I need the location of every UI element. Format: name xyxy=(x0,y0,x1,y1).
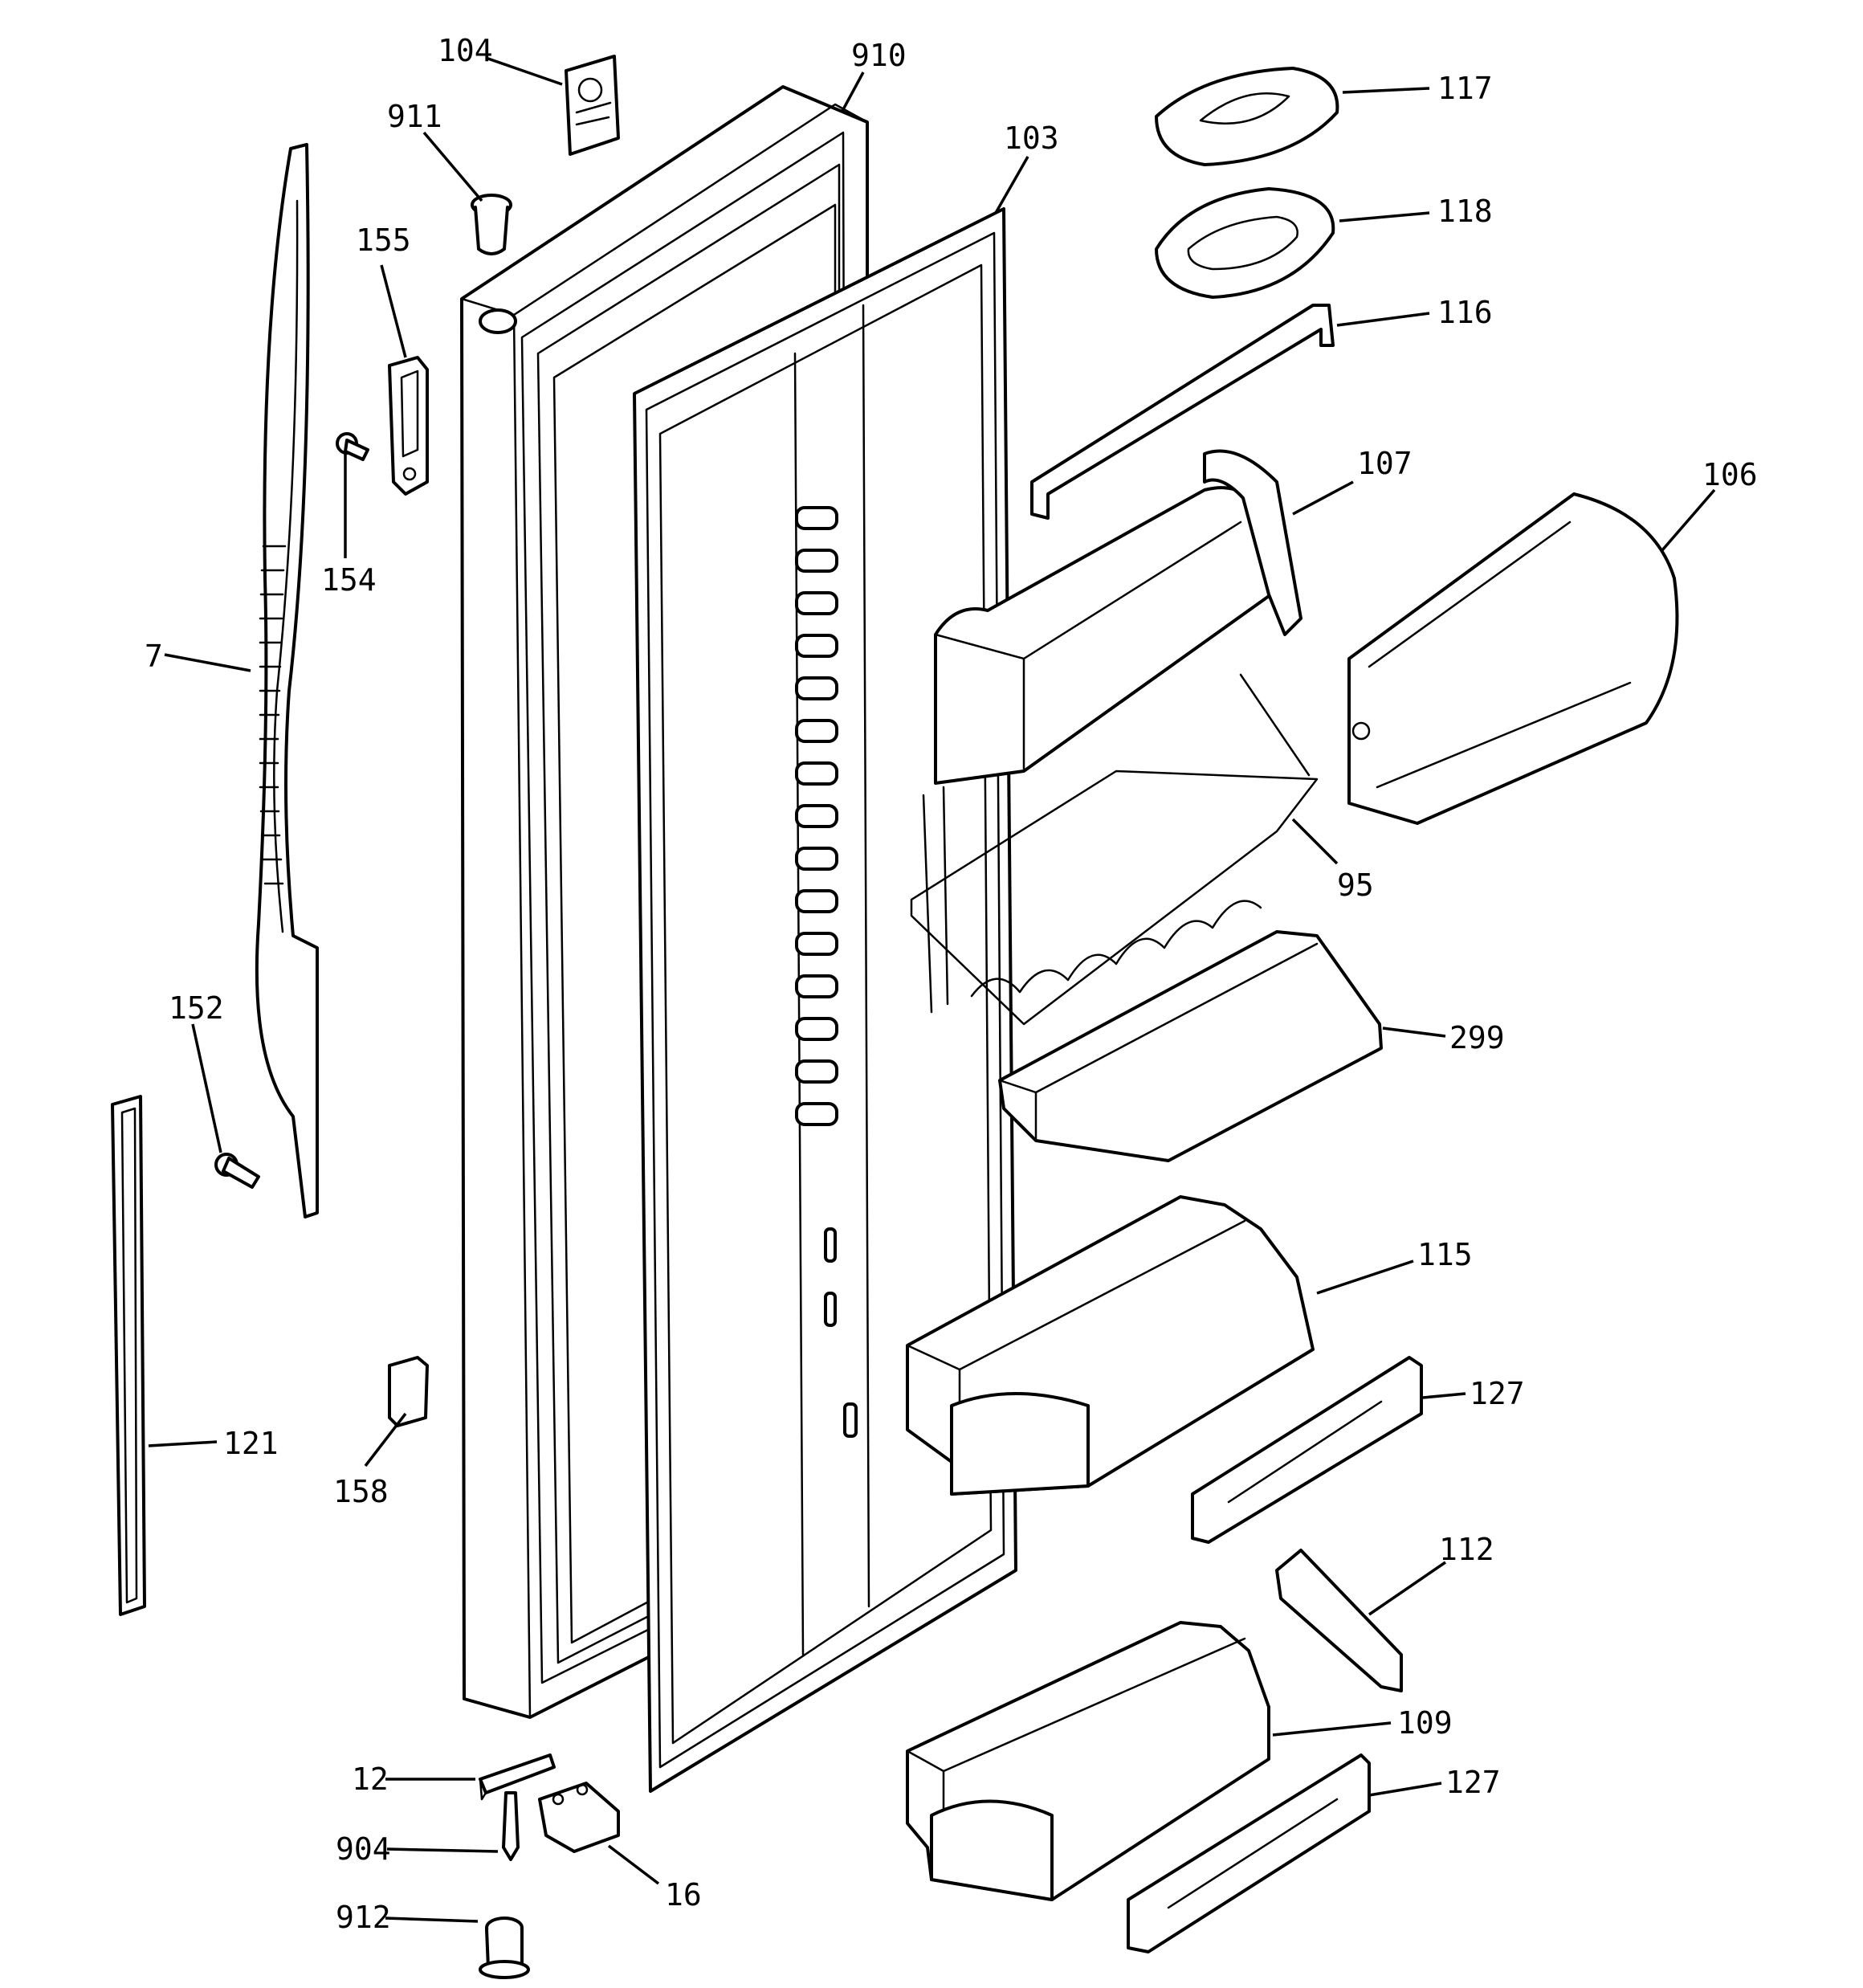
top-plug xyxy=(471,194,512,255)
bottom-hinge xyxy=(538,1782,620,1853)
callout-152: 152 xyxy=(169,990,224,1026)
door-rail-tabs xyxy=(795,506,858,1438)
callout-121: 121 xyxy=(223,1426,279,1461)
callout-117: 117 xyxy=(1437,71,1493,106)
callout-104: 104 xyxy=(438,33,493,68)
leader-lines xyxy=(148,56,1716,1923)
callout-127-lower: 127 xyxy=(1445,1765,1501,1800)
dairy-tray xyxy=(1155,187,1335,299)
callout-158: 158 xyxy=(333,1474,389,1509)
door-gasket xyxy=(633,207,1017,1793)
callout-118: 118 xyxy=(1437,194,1493,229)
bin-front-lower xyxy=(1127,1753,1371,1953)
callout-912: 912 xyxy=(336,1900,391,1935)
callout-904: 904 xyxy=(336,1831,391,1867)
callout-16: 16 xyxy=(665,1877,702,1912)
dairy-lid xyxy=(1155,67,1339,166)
bin-divider xyxy=(1275,1549,1403,1692)
handle-trim xyxy=(111,1095,146,1616)
callout-115: 115 xyxy=(1417,1237,1473,1272)
callout-127-upper: 127 xyxy=(1470,1376,1525,1411)
screw-152 xyxy=(214,1153,260,1189)
dairy-cover xyxy=(1347,492,1679,825)
callout-103: 103 xyxy=(1004,120,1059,156)
hinge-bracket xyxy=(388,356,429,496)
callout-911: 911 xyxy=(387,99,442,134)
callout-107: 107 xyxy=(1357,446,1413,481)
callout-12: 12 xyxy=(352,1761,389,1797)
door-stop xyxy=(388,1356,429,1427)
callout-labels: 104 910 911 103 117 118 116 155 154 107 … xyxy=(145,33,1758,1935)
callout-109: 109 xyxy=(1397,1705,1453,1741)
callout-112: 112 xyxy=(1439,1532,1494,1567)
bin-rail xyxy=(1030,304,1335,520)
screw-904 xyxy=(502,1791,520,1861)
shallow-bin xyxy=(998,930,1383,1162)
bottom-cap xyxy=(479,1917,530,1979)
lower-bin xyxy=(906,1621,1270,1901)
door-handle xyxy=(255,143,319,1219)
middle-bin xyxy=(906,1195,1315,1496)
callout-299: 299 xyxy=(1449,1020,1505,1055)
callout-910: 910 xyxy=(851,38,907,73)
upper-bin xyxy=(934,449,1302,785)
callout-155: 155 xyxy=(356,222,411,258)
callout-95: 95 xyxy=(1337,867,1374,903)
wire-shelf xyxy=(910,673,1319,1026)
logo-badge xyxy=(565,55,620,156)
callout-154: 154 xyxy=(321,562,377,598)
bin-front-upper xyxy=(1191,1356,1423,1544)
callout-106: 106 xyxy=(1702,457,1758,492)
hinge-plate xyxy=(479,1753,556,1801)
callout-7: 7 xyxy=(145,639,163,674)
screw-154 xyxy=(336,432,369,461)
callout-116: 116 xyxy=(1437,295,1493,330)
